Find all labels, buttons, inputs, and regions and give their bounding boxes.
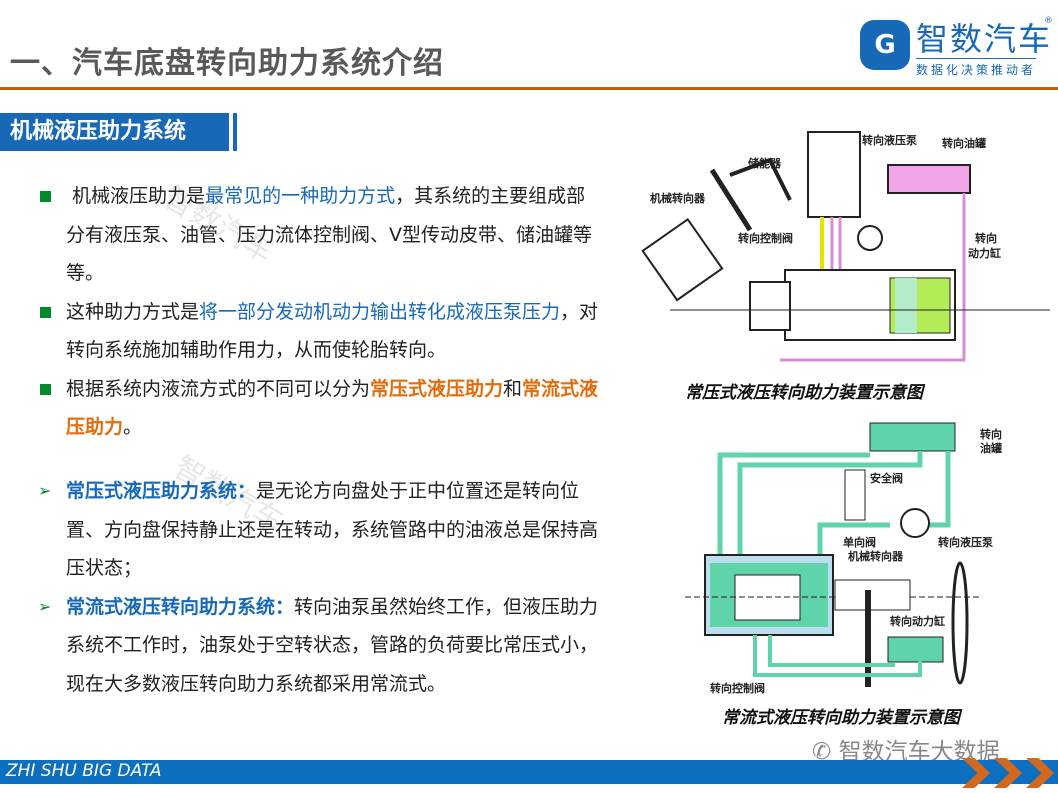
label-cylinder: 动力缸: [968, 246, 1001, 260]
diagram-caption: 常流式液压转向助力装置示意图: [722, 708, 963, 728]
highlight: 常流式液压助力: [66, 377, 599, 439]
logo-slogan: 数据化决策推动者: [916, 58, 1037, 78]
text: 机械液压助力是: [72, 185, 206, 207]
label-gear: 机械转向器: [848, 549, 904, 563]
bullet-item: 机械液压助力是最常见的一种助力方式，其系统的主要组成部分有液压泵、油管、压力流体…: [40, 177, 600, 293]
highlight: 常压式液压助力: [370, 377, 504, 400]
bullet-item: 根据系统内液流方式的不同可以分为常压式液压助力和常流式液压助力。: [40, 370, 600, 447]
text: 是无论方向盘处于正中位置还是转向位置、方向盘保持静止还是在转动，系统管路中的油液…: [66, 480, 599, 579]
label-accumulator: 储能器: [748, 156, 782, 170]
label-tank: 转向油罐: [942, 136, 986, 150]
label-tank: 油罐: [980, 441, 1002, 455]
label-valve: 转向控制阀: [710, 681, 765, 695]
term: 常压式液压助力系统：: [66, 480, 257, 502]
page-title: 一、汽车底盘转向助力系统介绍: [10, 46, 444, 81]
arrow-item: ➢ 常压式液压助力系统：是无论方向盘处于正中位置还是转向位置、方向盘保持静止还是在…: [38, 472, 600, 588]
logo-mark-icon: G: [860, 20, 910, 70]
label-pump: 转向液压泵: [862, 133, 917, 147]
section-title: 机械液压助力系统: [0, 113, 233, 151]
title-divider: [0, 87, 1058, 90]
text: ，其系统的主要组成部分有液压泵、油管、压力流体控制阀、V型传动皮带、储油罐等等。: [66, 185, 592, 284]
label-check-valve: 单向阀: [843, 535, 876, 549]
label-cylinder: 转向: [975, 231, 997, 245]
label-gear: 机械转向器: [650, 191, 706, 205]
text: 。: [123, 416, 143, 438]
bullet-item: 这种助力方式是将一部分发动机动力输出转化成液压泵压力，对转向系统施加辅助作用力，…: [40, 293, 600, 370]
label-safety-valve: 安全阀: [870, 471, 903, 485]
footer-bar: ZHI SHU BIG DATA: [0, 760, 1058, 784]
diagram-caption: 常压式液压转向助力装置示意图: [685, 383, 926, 403]
label-pump: 转向液压泵: [938, 535, 993, 549]
bullet-list: 机械液压助力是最常见的一种助力方式，其系统的主要组成部分有液压泵、油管、压力流体…: [40, 177, 600, 447]
bullet-square-icon: [40, 383, 51, 395]
text: 转向油泵虽然始终工作，但液压助力系统不工作时，油泵处于空转状态，管路的负荷要比常…: [66, 595, 599, 695]
wechat-icon: ✆: [812, 739, 832, 765]
text: 这种助力方式是: [66, 300, 200, 323]
text: 和: [503, 377, 523, 400]
constant-flow-diagram: 转向 油罐 安全阀 单向阀 转向液压泵 机械转向器 转向动力缸 转向控制阀 常流…: [685, 422, 1002, 728]
constant-pressure-diagram: 储能器 转向液压泵 转向油罐 机械转向器 转向控制阀 转向 动力缸 常压式液压转…: [641, 131, 1050, 403]
bullet-square-icon: [40, 306, 51, 318]
label-cylinder: 转向动力缸: [890, 614, 945, 628]
bullet-square-icon: [40, 191, 51, 202]
footer-brand: ZHI SHU BIG DATA: [6, 761, 162, 781]
highlight: 最常见的一种助力方式: [205, 185, 396, 207]
term: 常流式液压转向助力系统：: [66, 595, 295, 618]
text: ，对转向系统施加辅助作用力，从而使轮胎转向。: [66, 300, 599, 362]
arrow-item: ➢ 常流式液压转向助力系统：转向油泵虽然始终工作，但液压助力系统不工作时，油泵处于…: [38, 588, 600, 704]
label-valve: 转向控制阀: [738, 231, 793, 245]
label-tank: 转向: [980, 427, 1002, 441]
arrow-list: ➢ 常压式液压助力系统：是无论方向盘处于正中位置还是转向位置、方向盘保持静止还是在…: [38, 472, 600, 704]
arrow-bullet-icon: ➢: [38, 596, 52, 616]
logo-registered: ®: [1044, 16, 1053, 26]
logo: G 智数汽车 ® 数据化决策推动者: [858, 14, 1054, 80]
logo-name: 智数汽车: [916, 20, 1053, 58]
text: 根据系统内液流方式的不同可以分为: [66, 377, 371, 400]
arrow-bullet-icon: ➢: [38, 481, 52, 500]
highlight: 将一部分发动机动力输出转化成液压泵压力: [199, 300, 561, 323]
